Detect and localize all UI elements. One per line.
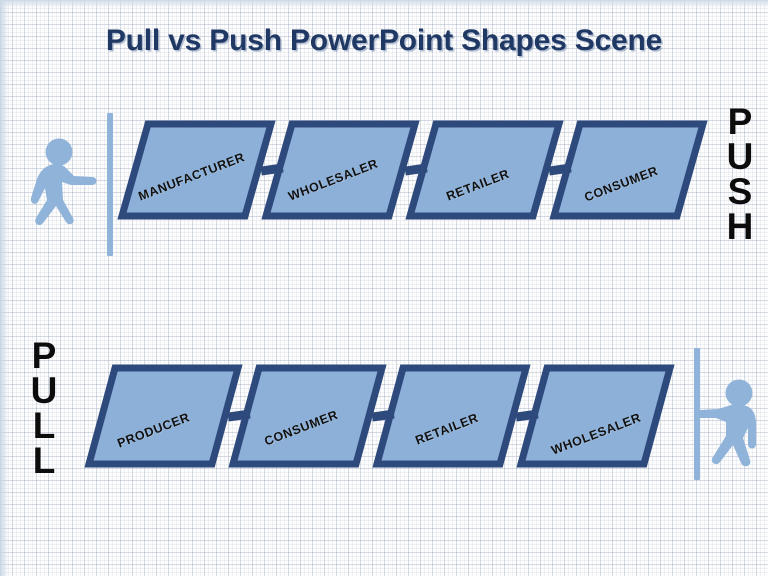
pull-stage-shape-2 — [228, 364, 387, 468]
pull-stage-shape-3 — [372, 364, 531, 468]
pull-letter-2: U — [30, 370, 58, 412]
pull-stage-label-3: RETAILER — [413, 410, 481, 448]
slide-left-edge-shading — [0, 0, 9, 576]
pulling-person-icon — [696, 378, 768, 476]
pull-letter-4: L — [32, 440, 56, 482]
pull-stage-label-1: PRODUCER — [115, 410, 192, 451]
pull-stage-shape-1 — [84, 364, 243, 468]
pull-stage-label-4: WHOLESALER — [549, 410, 644, 458]
pull-connector-1 — [227, 409, 251, 422]
pull-connector-3 — [515, 409, 539, 422]
push-stage-label-2: WHOLESALER — [286, 156, 381, 204]
push-label: P U S H — [718, 101, 762, 248]
push-connector-3 — [548, 163, 572, 176]
push-letter-2: U — [726, 136, 754, 178]
pull-letter-3: L — [32, 405, 56, 447]
slide-top-edge-shading — [0, 0, 768, 8]
push-letter-3: S — [727, 171, 753, 213]
pushing-person-icon — [14, 138, 100, 234]
push-letter-1: P — [727, 101, 753, 142]
page-title: Pull vs Push PowerPoint Shapes Scene — [105, 24, 663, 57]
pull-letter-1: P — [31, 335, 57, 376]
push-wall-bar — [107, 113, 113, 256]
push-letter-4: H — [726, 206, 754, 248]
pull-stage-shape-4 — [516, 364, 675, 468]
push-connector-2 — [404, 163, 428, 176]
pull-stage-label-2: CONSUMER — [262, 407, 341, 449]
pull-wall-bar — [694, 348, 700, 480]
push-stage-shape-4 — [549, 120, 708, 220]
pull-connector-2 — [371, 409, 395, 422]
push-connector-1 — [260, 163, 284, 176]
push-stage-label-3: RETAILER — [444, 166, 512, 204]
push-stage-shape-3 — [405, 120, 564, 220]
push-stage-label-4: CONSUMER — [582, 163, 661, 205]
push-stage-label-1: MANUFACTURER — [136, 150, 247, 204]
pull-label: P U L L — [22, 335, 66, 482]
